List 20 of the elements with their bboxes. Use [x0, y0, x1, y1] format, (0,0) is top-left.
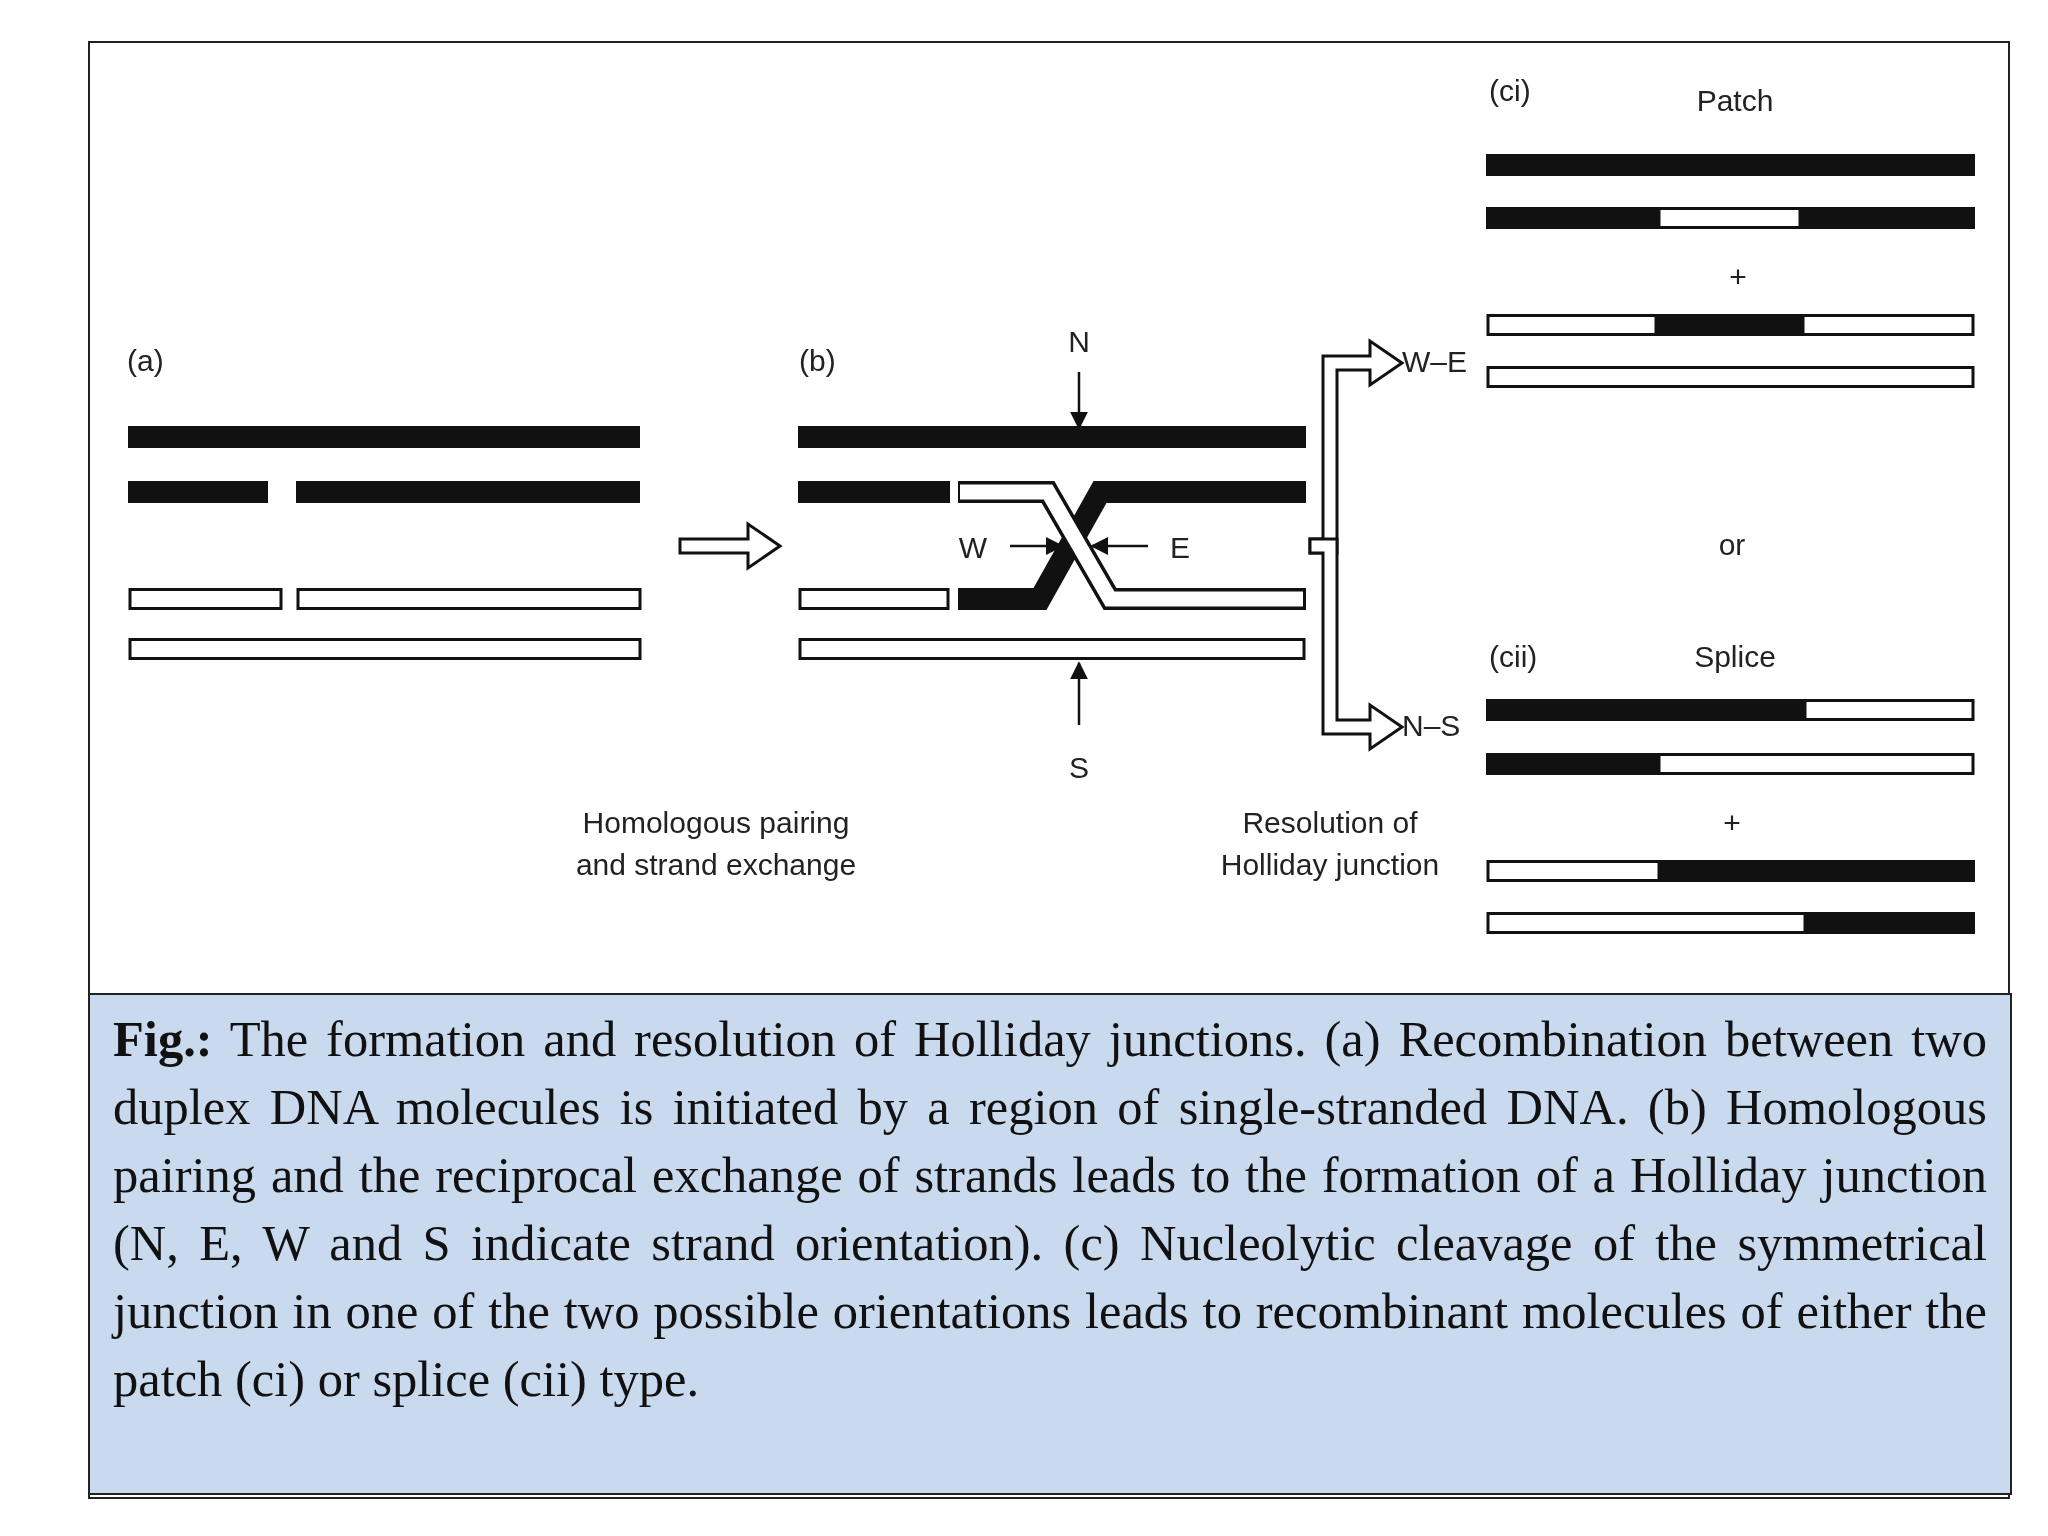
panel-label: (a) [127, 344, 164, 378]
orientation-label: W–E [1402, 345, 1467, 379]
orientation-label: N–S [1402, 709, 1461, 743]
orientation-label: W [958, 531, 988, 565]
panel-title: Patch [1696, 84, 1774, 118]
panel-title: Splice [1694, 640, 1776, 674]
orientation-label: N [1068, 325, 1090, 359]
hollow-arrow [678, 521, 783, 571]
panel-label: (ci) [1489, 74, 1531, 108]
conjunction-label: or [1718, 528, 1746, 562]
figure-caption: Fig.: The formation and resolution of Holliday junctions. (a) Recombination between two duplex DNA molecules is initiated by a region of single-stranded DNA. (b) Homologous pairing and the reciprocal exchange of strands leads to the formation of a Holliday junction (N, E, W and S indicate strand orientation). (c) Nucleolytic cleavage of the symmetrical junction in one of the two possible orientations leads to recombinant molecules of either the patch (ci) or splice (cii) type. [88, 993, 2012, 1495]
step-label: Homologous pairing and strand exchange [574, 805, 858, 883]
panel-label: (cii) [1489, 640, 1538, 674]
plus-sign: + [1729, 260, 1747, 294]
panel-label: (b) [799, 344, 836, 378]
orientation-label: S [1069, 751, 1089, 785]
hollow-arrow [1308, 537, 1405, 752]
orientation-label: E [1170, 531, 1190, 565]
step-label: Resolution of Holliday junction [1219, 805, 1441, 883]
plus-sign: + [1723, 806, 1741, 840]
